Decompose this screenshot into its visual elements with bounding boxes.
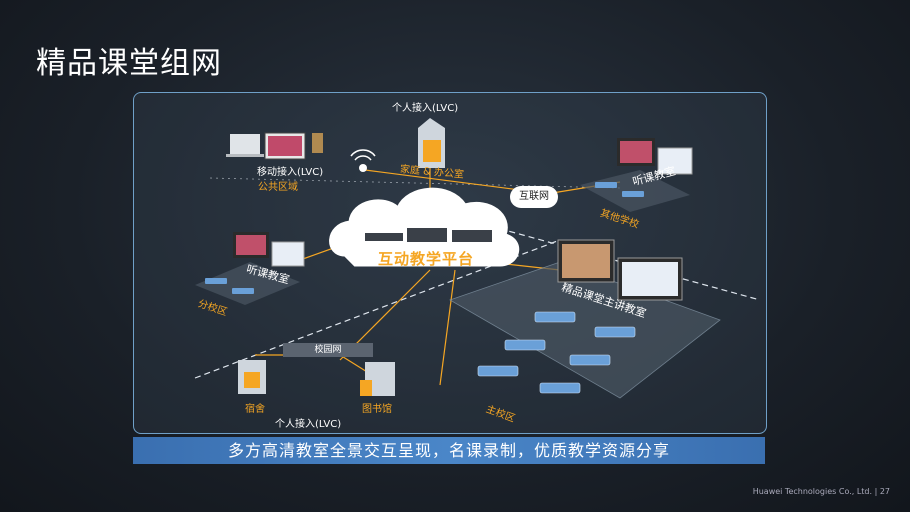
server-icons (365, 228, 492, 242)
branch-room-floor (195, 262, 300, 305)
library-building-icon (360, 362, 395, 396)
platform-cloud (329, 187, 520, 267)
branch-room-desks (205, 278, 254, 294)
personal-access-top-label: 个人接入(LVC) (392, 103, 459, 114)
public-area-label: 公共区域 (258, 182, 298, 193)
footer-text: Huawei Technologies Co., Ltd. | 27 (752, 487, 890, 496)
branch-room-screens (233, 232, 305, 267)
other-room-screens (617, 138, 693, 175)
internet-badge: 互联网 (510, 186, 558, 208)
wifi-icon (350, 149, 376, 172)
other-room-desks (595, 182, 644, 197)
personal-access-bottom-label: 个人接入(LVC) (275, 419, 342, 430)
divider-right (489, 225, 761, 301)
mobile-devices-icon (226, 132, 323, 160)
platform-label: 互动教学平台 (378, 250, 475, 268)
main-room-screens (557, 239, 683, 301)
home-office-building-icon (418, 118, 445, 168)
dorm-building-icon (238, 360, 266, 394)
library-label: 图书馆 (362, 404, 392, 415)
main-room-desks (477, 311, 636, 394)
mobile-access-label: 移动接入(LVC) (257, 167, 324, 178)
campus-network-label: 校园网 (283, 343, 373, 357)
dorm-label: 宿舍 (245, 404, 265, 415)
page-title: 精品课堂组网 (36, 46, 222, 81)
summary-banner: 多方高清教室全景交互呈现，名课录制，优质教学资源分享 (133, 437, 765, 464)
